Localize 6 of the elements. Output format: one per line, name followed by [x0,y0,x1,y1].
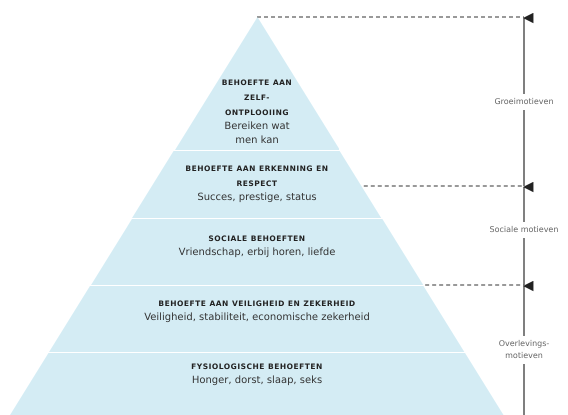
level-description: Vriendschap, erbij horen, liefde [178,246,336,260]
level-description: Veiligheid, stabiliteit, economische zekerheid [144,311,370,325]
level-description: Succes, prestige, status [197,191,317,205]
motive-label: Sociale motieven [489,222,559,238]
level-description: Bereiken wat men kan [223,120,291,148]
level-description: Honger, dorst, slaap, seks [192,374,322,388]
